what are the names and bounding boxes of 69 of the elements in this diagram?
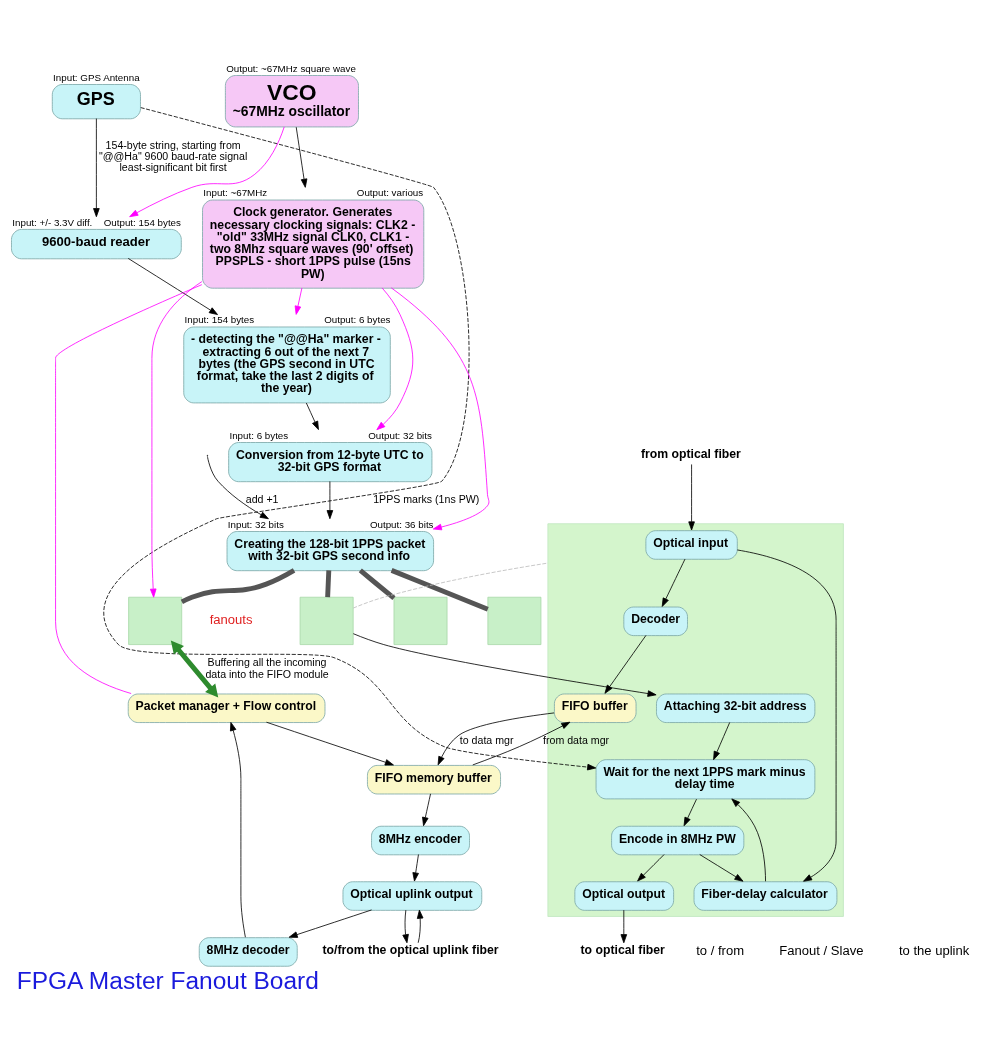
node-label: Input: 154 bytes bbox=[184, 314, 255, 326]
arrow bbox=[620, 909, 628, 944]
connector bbox=[390, 568, 489, 612]
node-label: Input: ~67MHz bbox=[203, 187, 268, 199]
edge-label: add +1 bbox=[245, 492, 279, 505]
diagram-title: FPGA Master Fanout Board bbox=[16, 967, 319, 995]
arrow bbox=[637, 854, 665, 882]
node-label: Output: various bbox=[356, 187, 424, 199]
node-text: from optical fiber bbox=[640, 447, 741, 462]
node-text: to/from the optical uplink fiber bbox=[322, 943, 499, 958]
arrow bbox=[170, 640, 219, 698]
arrow bbox=[661, 558, 686, 607]
arrow bbox=[149, 281, 203, 598]
node-box bbox=[128, 596, 183, 645]
arrow bbox=[376, 287, 414, 431]
node-label: Input: 6 bytes bbox=[229, 429, 289, 441]
arrow bbox=[683, 798, 697, 827]
node-box bbox=[487, 596, 542, 645]
arrow bbox=[713, 722, 731, 761]
node-label: Input: +/- 3.3V diff. bbox=[12, 216, 93, 228]
node-label: Output: 36 bits bbox=[369, 518, 434, 530]
connector bbox=[180, 568, 296, 605]
arrow bbox=[103, 107, 597, 771]
connector bbox=[55, 284, 203, 694]
arrow bbox=[402, 909, 409, 944]
node-box bbox=[299, 596, 354, 645]
arrow bbox=[416, 909, 424, 944]
node-label: Output: 6 bytes bbox=[324, 314, 391, 326]
label: to / from bbox=[696, 942, 745, 958]
arrow bbox=[266, 721, 394, 766]
arrow bbox=[604, 635, 647, 694]
node-label: Output: ~67MHz square wave bbox=[226, 62, 356, 74]
arrow bbox=[699, 854, 744, 882]
node-label: Input: GPS Antenna bbox=[53, 71, 140, 83]
label: Fanout / Slave bbox=[779, 942, 864, 958]
arrow bbox=[230, 722, 246, 938]
edge-label: 154-byte string, starting from "@@Ha" 9600 baud-rate signal least-significant bit first bbox=[99, 138, 248, 174]
arrow bbox=[305, 402, 319, 431]
arrow bbox=[731, 798, 766, 882]
arrow bbox=[288, 909, 372, 938]
arrow bbox=[412, 854, 419, 882]
edge-label: from data mgr bbox=[543, 733, 610, 746]
arrow bbox=[326, 481, 334, 520]
arrow bbox=[207, 456, 269, 520]
label: to the uplink bbox=[898, 942, 970, 958]
arrow bbox=[127, 258, 218, 315]
node-box bbox=[393, 596, 448, 645]
connector bbox=[358, 568, 396, 601]
node-text: to optical fiber bbox=[580, 943, 665, 958]
edge-label: to data mgr bbox=[459, 733, 514, 746]
node-label: Output: 32 bits bbox=[368, 429, 432, 441]
arrow bbox=[129, 126, 285, 218]
node-label: Input: 32 bits bbox=[227, 518, 284, 530]
arrow bbox=[472, 721, 571, 766]
node-label: Output: 154 bytes bbox=[103, 216, 181, 228]
arrow bbox=[295, 126, 308, 188]
arrow bbox=[736, 549, 837, 882]
arrow bbox=[93, 118, 100, 218]
edge-label: Buffering all the incoming data into the FIFO module bbox=[205, 656, 329, 680]
connector bbox=[325, 570, 332, 598]
arrow bbox=[390, 287, 490, 531]
arrow bbox=[422, 793, 431, 827]
connector bbox=[352, 562, 549, 609]
arrow bbox=[437, 712, 555, 766]
edge-label: 1PPS marks (1ns PW) bbox=[373, 492, 480, 505]
arrow bbox=[688, 464, 695, 531]
label: fanouts bbox=[209, 612, 253, 627]
arrow bbox=[352, 633, 657, 697]
arrow bbox=[294, 287, 303, 315]
